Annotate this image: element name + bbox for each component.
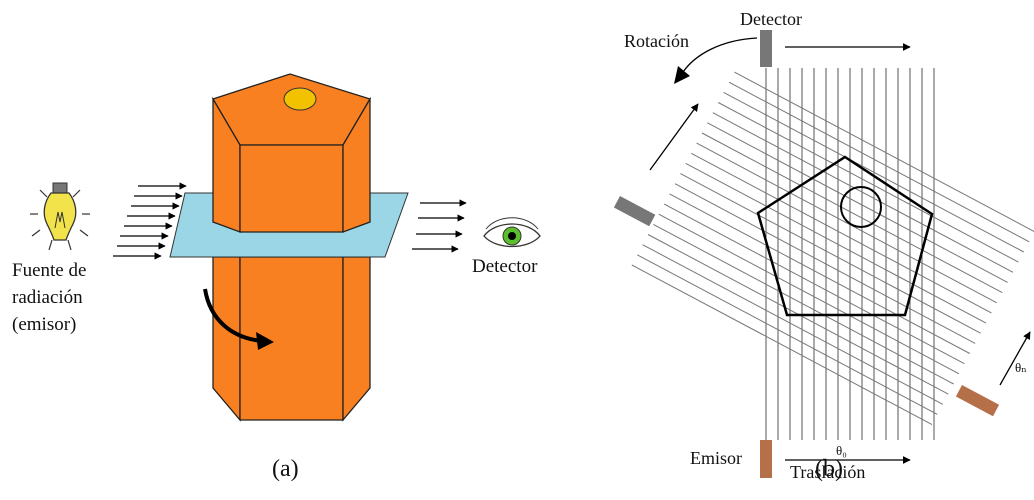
translation-arrow-rotated [649, 103, 699, 171]
rotated-beam-line [728, 81, 1030, 243]
detector-block-rotated [613, 196, 656, 227]
pentagon-object [756, 155, 934, 317]
rotated-beam-line [674, 183, 976, 344]
rotated-beam-line [723, 91, 1025, 253]
emitter-block-bottom [760, 440, 772, 478]
eye-icon [483, 217, 541, 248]
caption-a: (a) [272, 456, 299, 482]
rotation-arrow-b-icon [682, 37, 758, 73]
incoming-radiation-arrows [113, 182, 187, 260]
rotated-beam-line [690, 152, 992, 314]
rotated-beam-line [669, 193, 971, 354]
rotation-arrowhead [256, 332, 274, 350]
rotated-beam-line [663, 203, 965, 365]
rotated-beam-line [685, 162, 987, 324]
prism-upper [212, 73, 371, 233]
outgoing-radiation-arrows [412, 199, 467, 253]
rotated-beam-line [636, 254, 938, 415]
rotated-beam-line [712, 112, 1014, 273]
rotated-beam-line [717, 102, 1019, 263]
caption-b: (b) [815, 456, 843, 482]
theta-n-label: θₙ [1015, 360, 1027, 375]
translation-label: Traslación [790, 462, 865, 482]
rotated-beam-line [642, 244, 944, 405]
rotation-label: Rotación [624, 31, 689, 51]
theta-n-arrow [999, 331, 1031, 386]
rotated-beam-line [658, 213, 960, 375]
theta-0-label: θ₀ [836, 443, 847, 458]
source-label-line1: Fuente de [12, 260, 86, 281]
vertical-beams [765, 68, 935, 440]
rotated-beam-line [631, 264, 933, 426]
emitter-label: Emisor [690, 448, 742, 468]
panel-b: Detector Rotación Emisor θ₀ Traslación θ… [613, 9, 1034, 482]
detector-block-top [760, 30, 772, 67]
prism-top-ellipse [283, 87, 317, 111]
detector-label-a: Detector [472, 256, 538, 277]
emitter-block-rotated [955, 385, 1000, 417]
prism-lower [212, 256, 371, 422]
source-label-line3: (emisor) [12, 314, 76, 335]
light-bulb-icon [30, 182, 90, 251]
rotated-beam-line [734, 71, 1034, 232]
rotated-beam-line [707, 122, 1008, 283]
svg-text:Fuente de radiación: Fuente de radiación (emisor) [12, 260, 91, 335]
rotated-beam-line [680, 173, 981, 334]
rotated-beam-line [653, 223, 954, 385]
source-label-line2: radiación [12, 287, 83, 308]
rotated-beam-line [696, 142, 998, 304]
rotated-beam-line [701, 132, 1003, 294]
rotated-beams [631, 71, 1034, 426]
detector-label-b: Detector [740, 9, 802, 29]
panel-a: Fuente de radiación (emisor) [12, 73, 541, 482]
rotation-arrow-icon [203, 288, 263, 343]
inner-circle-object [840, 186, 882, 228]
